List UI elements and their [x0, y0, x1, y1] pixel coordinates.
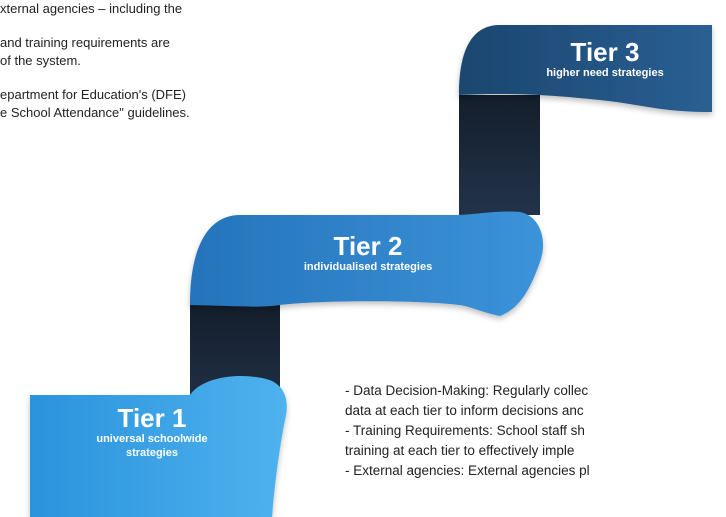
text-line: e School Attendance" guidelines. [0, 105, 190, 120]
tier-3-title: Tier 3 [570, 37, 640, 67]
tier-3-subtitle: higher need strategies [546, 67, 664, 79]
note-line: - Training Requirements: School staff sh [345, 423, 585, 438]
tier-2-label: Tier 2 individualised strategies [268, 232, 468, 274]
tier-1-subtitle-line: universal schoolwide [96, 433, 208, 445]
text-line: and training requirements are [0, 35, 170, 50]
tier-1-label: Tier 1 universal schoolwide strategies [62, 404, 242, 460]
note-line: data at each tier to inform decisions an… [345, 403, 584, 418]
text-line: epartment for Education's (DFE) [0, 87, 186, 102]
tier2-band [190, 211, 544, 316]
top-left-text: xternal agencies – including the and tra… [0, 0, 300, 122]
text-line: of the system. [0, 53, 81, 68]
ribbon-fold-upper [459, 95, 540, 215]
tier-notes: - Data Decision-Making: Regularly collec… [345, 381, 726, 481]
tier-1-title: Tier 1 [117, 403, 187, 433]
tier1-band [30, 375, 287, 517]
tier-3-label: Tier 3 higher need strategies [520, 38, 690, 80]
text-line: xternal agencies – including the [0, 1, 183, 16]
note-line: - Data Decision-Making: Regularly collec [345, 383, 589, 398]
note-line: - External agencies: External agencies p… [345, 463, 590, 478]
note-line: training at each tier to effectively imp… [345, 443, 575, 458]
tier-2-title: Tier 2 [333, 231, 403, 261]
tier-1-subtitle-line: strategies [126, 447, 178, 459]
tier-2-subtitle: individualised strategies [303, 261, 433, 273]
tier3-band [459, 25, 712, 112]
